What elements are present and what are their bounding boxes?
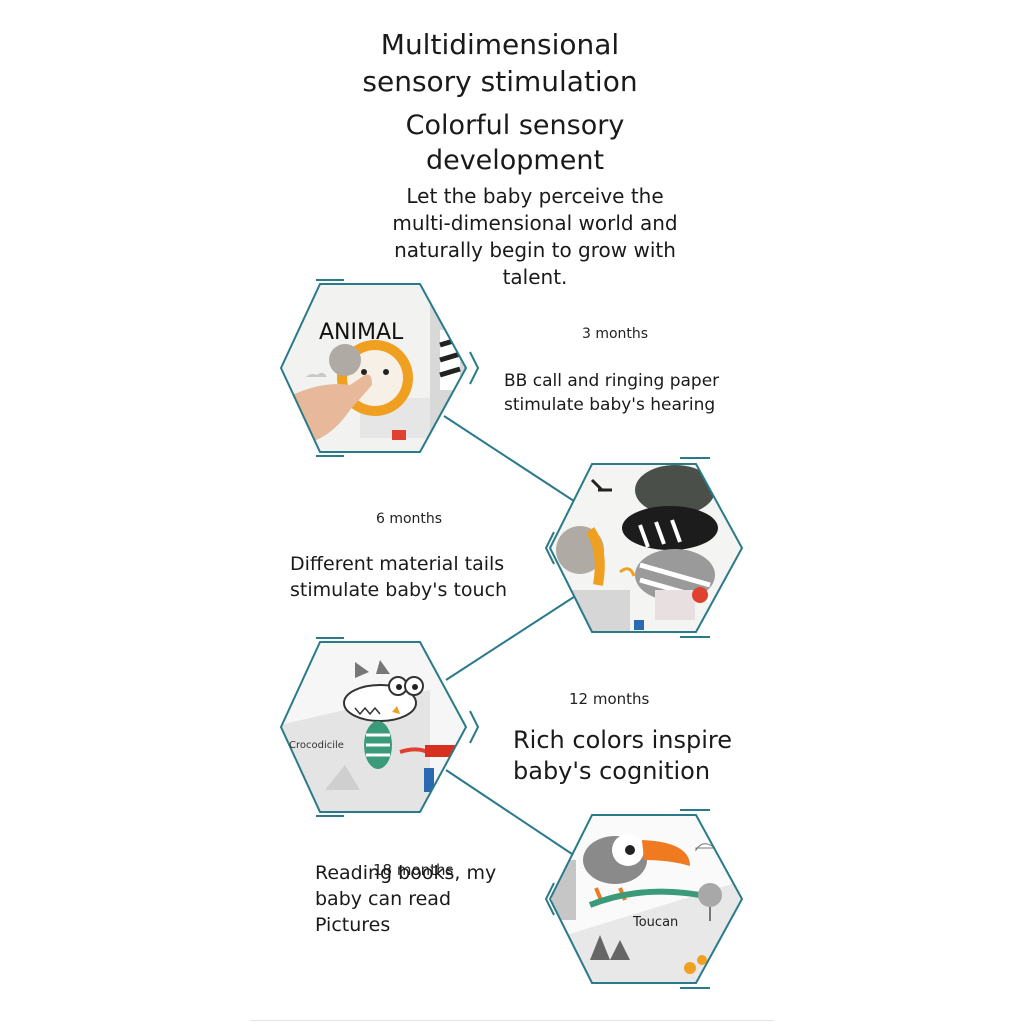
stage-12-age: 12 months: [569, 690, 650, 708]
title-line-2: sensory stimulation: [362, 65, 638, 98]
stage-6-line-1: Different material tails: [290, 553, 505, 575]
connector-line-2: [445, 592, 581, 681]
page-title: Multidimensional sensory stimulation: [340, 26, 660, 100]
crocodile-label: Crocodicile: [289, 740, 344, 751]
connector-line-1: [443, 415, 581, 506]
hex-image-crocodile-page: Crocodicile: [279, 637, 480, 817]
stage-18-line-3: Pictures: [315, 914, 391, 936]
hex-image-animal-book: ANIMAL: [279, 279, 480, 457]
stage-3-line-2: stimulate baby's hearing: [504, 395, 716, 415]
hex-image-toucan-page: Toucan: [544, 809, 744, 989]
intro-line-1: Let the baby perceive the: [406, 184, 664, 208]
intro-line-3: naturally begin to grow with: [394, 238, 676, 262]
stage-6-line-2: stimulate baby's touch: [290, 579, 508, 601]
intro-line-2: multi-dimensional world and: [392, 211, 678, 235]
stage-12-description: Rich colors inspire baby's cognition: [513, 725, 732, 787]
page-subtitle: Colorful sensory development: [350, 108, 680, 178]
subtitle-line-2: development: [425, 145, 605, 176]
title-line-1: Multidimensional: [380, 28, 620, 61]
stage-3-age: 3 months: [582, 326, 649, 342]
stage-18-line-2: baby can read: [315, 888, 452, 910]
stage-18-line-1: Reading books, my: [315, 862, 497, 884]
toucan-label: Toucan: [632, 915, 678, 930]
intro-line-4: talent.: [502, 265, 568, 289]
stage-18-description: Reading books, my baby can read Pictures: [315, 860, 496, 938]
connector-line-3: [445, 769, 579, 859]
stage-12-line-1: Rich colors inspire: [513, 726, 732, 754]
hex-image-tail-textures: [544, 457, 744, 638]
stage-18-age: 18 months: [373, 861, 454, 879]
stage-12-line-2: baby's cognition: [513, 757, 711, 785]
stage-6-description: Different material tails stimulate baby'…: [290, 551, 507, 603]
bottom-divider: [250, 1020, 774, 1021]
stage-6-age: 6 months: [376, 511, 443, 527]
stage-3-description: BB call and ringing paper stimulate baby…: [504, 369, 719, 417]
intro-text: Let the baby perceive the multi-dimensio…: [380, 183, 690, 291]
animal-book-label: ANIMAL: [319, 320, 404, 345]
stage-3-line-1: BB call and ringing paper: [504, 371, 720, 391]
subtitle-line-1: Colorful sensory: [405, 110, 625, 141]
